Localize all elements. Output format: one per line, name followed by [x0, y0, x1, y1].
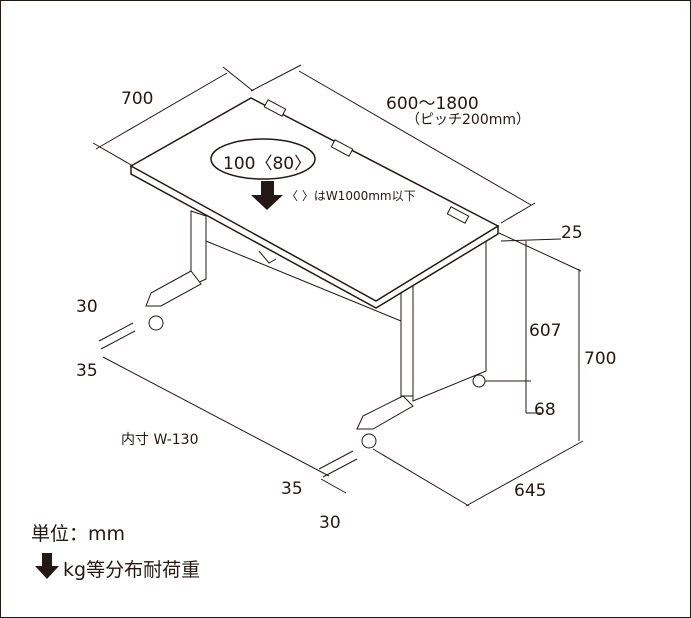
dimension-lines	[92, 64, 584, 507]
load-legend-label: kg等分布耐荷重	[63, 559, 201, 581]
cable-outlet	[263, 99, 470, 224]
width-range-label: 600〜1800	[386, 94, 479, 114]
load-note: 〈 〉はW1000mm以下	[286, 189, 416, 203]
inner-height-label: 607	[529, 321, 562, 341]
desk-legs	[145, 210, 487, 449]
load-ellipse	[210, 138, 316, 180]
down-arrow-icon	[251, 181, 283, 210]
leg-offset-left-bottom: 35	[76, 361, 98, 381]
depth-label: 700	[121, 89, 154, 109]
unit-label: 単位：mm	[31, 523, 126, 545]
leg-offset-left-top: 30	[76, 297, 98, 317]
legend-down-arrow-icon	[35, 553, 59, 579]
inner-width-label: 内寸 W-130	[121, 432, 199, 448]
width-pitch-label: （ピッチ200mm）	[406, 112, 530, 128]
total-height-label: 700	[584, 349, 617, 369]
bottom-clearance-label: 68	[534, 400, 556, 420]
load-label: 100〈80〉	[223, 154, 312, 174]
leg-offset-right-top: 35	[281, 479, 303, 499]
leg-offset-right-bottom: 30	[319, 513, 341, 533]
base-depth-label: 645	[514, 481, 547, 501]
top-thickness-label: 25	[561, 223, 583, 243]
